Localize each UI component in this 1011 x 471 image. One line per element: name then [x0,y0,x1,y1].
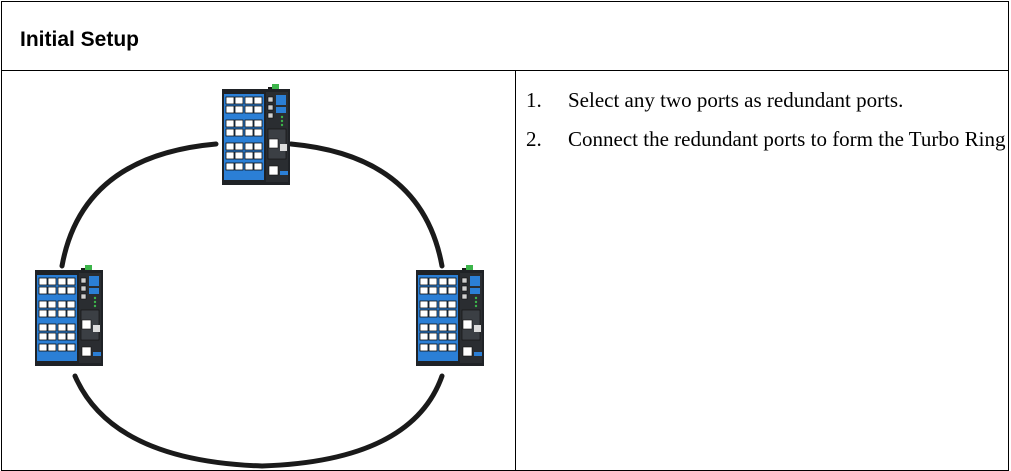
ring-arc-top-right [288,141,445,269]
list-item: 1. Select any two ports as redundant por… [526,88,1006,113]
step-number: 2. [526,127,542,151]
ring-arc-bottom [72,373,445,469]
step-text: Select any two ports as redundant ports. [568,88,904,112]
step-text: Connect the redundant ports to form the … [568,127,1006,151]
instruction-list: 1. Select any two ports as redundant por… [526,88,1006,166]
column-divider [515,70,516,470]
switch-top [221,83,291,186]
switch-right [415,264,485,367]
step-number: 1. [526,88,542,112]
list-item: 2. Connect the redundant ports to form t… [526,127,1006,152]
ring-arc-top-left [59,141,219,269]
table-header: Initial Setup [2,2,1008,71]
turbo-ring-diagram [34,83,485,469]
switch-left [34,264,104,367]
section-title: Initial Setup [20,28,140,51]
